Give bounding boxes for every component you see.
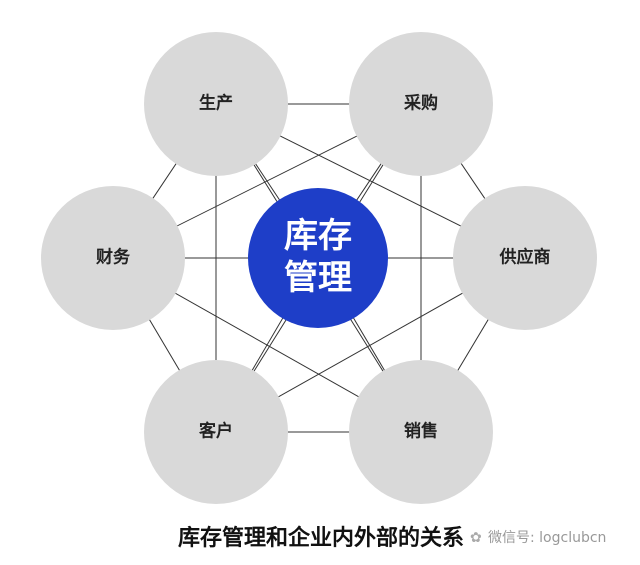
node-circle [453, 186, 597, 330]
node-circle [349, 32, 493, 176]
watermark: 微信号: logclubcn [488, 530, 607, 546]
node-circle [144, 360, 288, 504]
node-label: 财务 [95, 247, 131, 268]
node-label: 供应商 [499, 247, 551, 268]
node-label: 销售 [404, 421, 438, 442]
center-label-line1: 库存 [284, 216, 352, 256]
node-circle [41, 186, 185, 330]
node-label: 采购 [403, 93, 438, 114]
node-label: 生产 [199, 93, 233, 114]
center-label-line2: 管理 [284, 258, 352, 298]
center-node [248, 188, 388, 328]
wechat-icon: ✿ [470, 530, 482, 546]
caption: 库存管理和企业内外部的关系 [178, 525, 465, 551]
node-circle [349, 360, 493, 504]
node-label: 客户 [198, 421, 233, 442]
node-circle [144, 32, 288, 176]
